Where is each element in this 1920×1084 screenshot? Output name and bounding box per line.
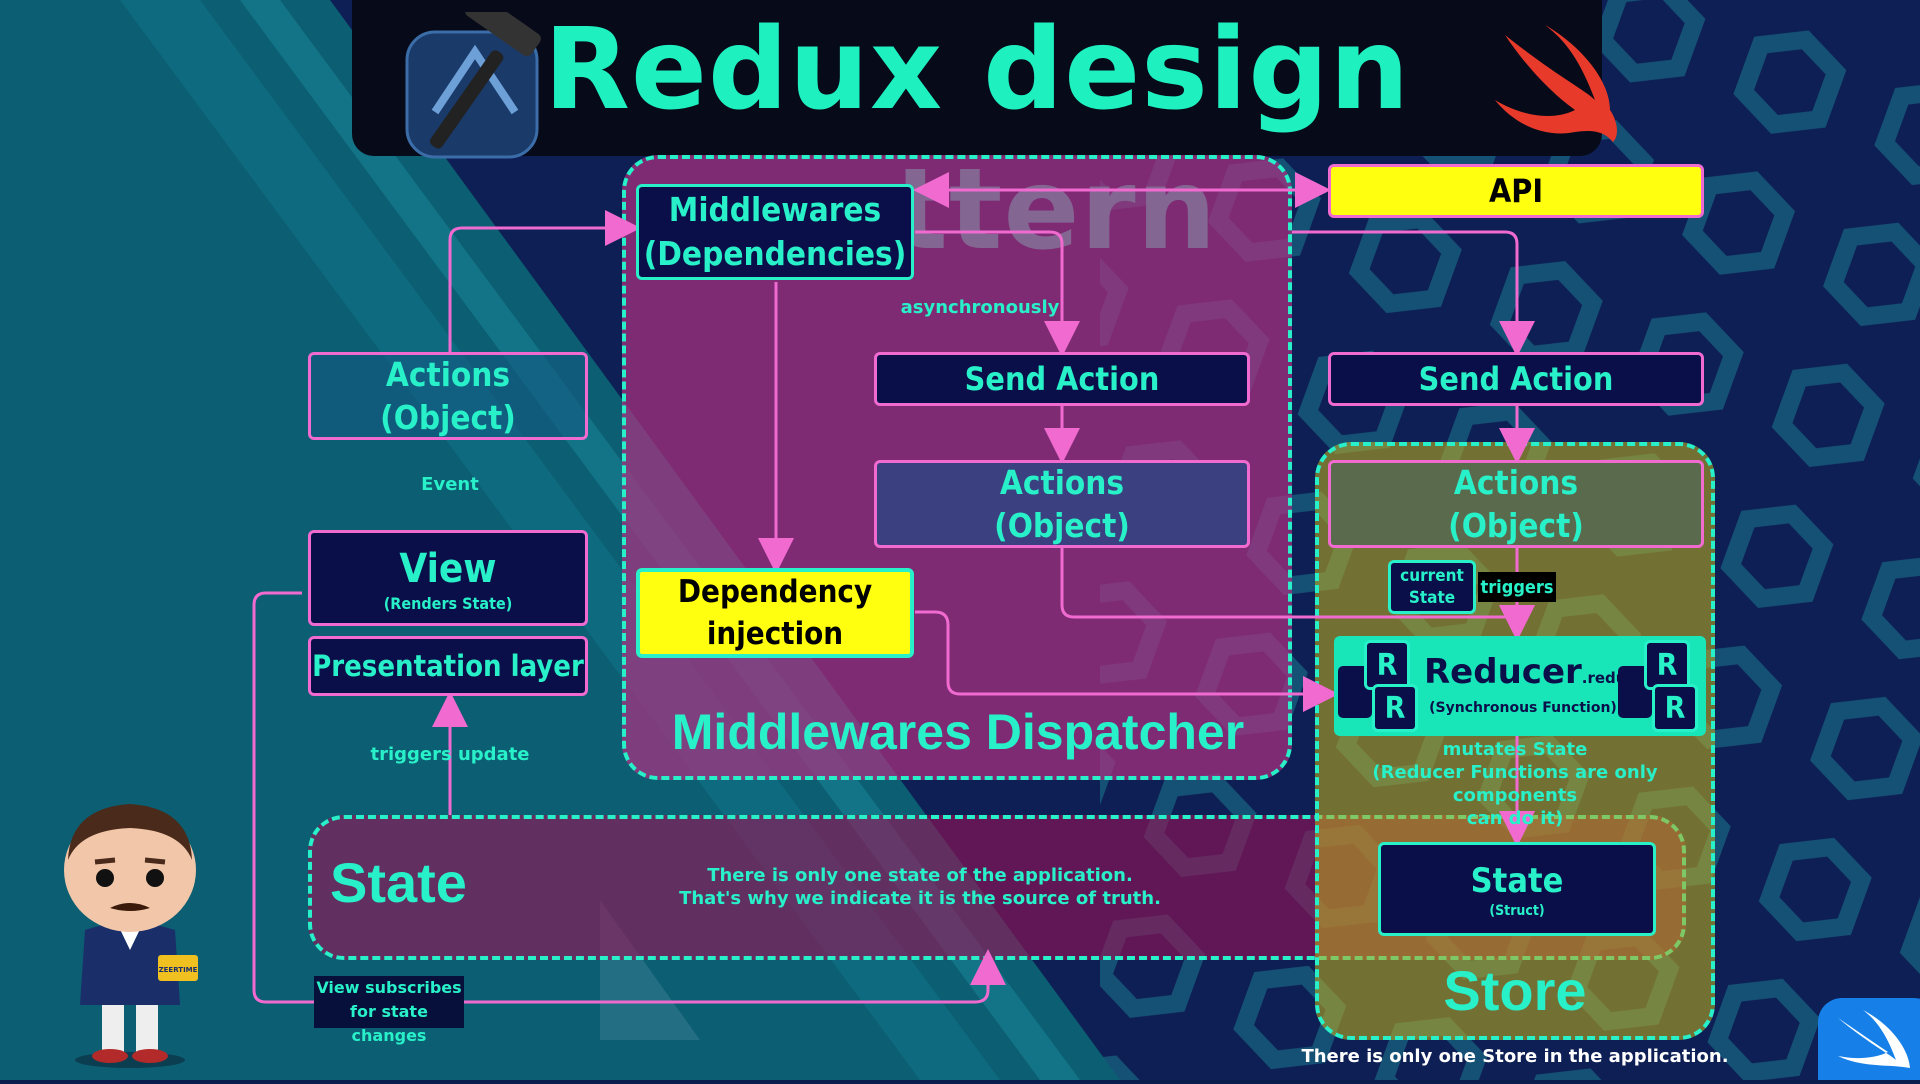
store-note: There is only one Store in the applicati… bbox=[1301, 1046, 1729, 1067]
actions-right-title: Actions bbox=[1453, 463, 1579, 502]
state-region-label: State bbox=[330, 851, 467, 914]
mutates-state-note: mutates State (Reducer Functions are onl… bbox=[1320, 738, 1710, 830]
reducer-badge-left-bottom: R bbox=[1372, 684, 1418, 732]
reducer-badge-left-top-letter: R bbox=[1376, 647, 1398, 683]
swift-logo-icon bbox=[1485, 20, 1625, 145]
state-struct-box: State (Struct) bbox=[1378, 842, 1656, 936]
api-box: API bbox=[1328, 164, 1704, 218]
reducer-title: Reducer bbox=[1424, 652, 1582, 692]
presentation-layer-label: Presentation layer bbox=[312, 649, 584, 683]
reducer-badge-left-top: R bbox=[1364, 640, 1410, 690]
view-subscribes-line-2: for state changes bbox=[350, 1002, 428, 1045]
api-label: API bbox=[1488, 172, 1544, 210]
current-state-title: current bbox=[1400, 566, 1464, 586]
reducer-subtitle: (Synchronous Function) bbox=[1429, 700, 1617, 716]
reducer-badge-right-bottom-letter: R bbox=[1664, 690, 1686, 726]
mutates-line-1: mutates State bbox=[1442, 739, 1588, 760]
middlewares-subtitle: (Dependencies) bbox=[643, 234, 907, 273]
state-struct-title: State bbox=[1470, 861, 1564, 901]
reducer-badge-right-bottom: R bbox=[1652, 684, 1698, 732]
actions-middle-subtitle: (Object) bbox=[994, 506, 1130, 545]
dependency-title: Dependency bbox=[677, 574, 873, 610]
view-subtitle: (Renders State) bbox=[383, 593, 513, 613]
middlewares-title: Middlewares bbox=[668, 190, 882, 229]
send-action-right-box: Send Action bbox=[1328, 352, 1704, 406]
view-subscribes-label: View subscribes for state changes bbox=[314, 976, 464, 1045]
send-action-middle-label: Send Action bbox=[964, 360, 1160, 398]
middlewares-box: Middlewares (Dependencies) bbox=[636, 184, 914, 280]
current-state-box: current State bbox=[1388, 560, 1476, 614]
event-label: Event bbox=[421, 474, 479, 495]
reducer-badge-left: R R bbox=[1338, 640, 1424, 732]
reducer-badge-right-top-letter: R bbox=[1656, 647, 1678, 683]
asynchronously-label: asynchronously bbox=[900, 297, 1060, 318]
figure-mascot-icon: ZEERTIME bbox=[40, 790, 220, 1070]
state-region-note: There is only one state of the applicati… bbox=[640, 864, 1200, 910]
actions-left-subtitle: (Object) bbox=[380, 398, 516, 437]
mutates-line-2: (Reducer Functions are only components bbox=[1372, 762, 1658, 806]
mutates-line-3: can do it) bbox=[1466, 808, 1564, 829]
store-label: Store bbox=[1443, 959, 1587, 1022]
send-action-middle-box: Send Action bbox=[874, 352, 1250, 406]
triggers-update-label: triggers update bbox=[370, 744, 530, 765]
dependency-injection-box: Dependency injection bbox=[636, 568, 914, 658]
reducer-badge-left-bottom-letter: R bbox=[1384, 690, 1406, 726]
presentation-layer-box: Presentation layer bbox=[308, 636, 588, 696]
current-state-subtitle: State bbox=[1408, 588, 1456, 608]
send-action-right-label: Send Action bbox=[1418, 360, 1614, 398]
actions-right-box: Actions (Object) bbox=[1328, 460, 1704, 548]
view-box: View (Renders State) bbox=[308, 530, 588, 626]
state-note-line-2: That's why we indicate it is the source … bbox=[679, 888, 1161, 909]
actions-middle-title: Actions bbox=[999, 463, 1125, 502]
middlewares-dispatcher-label: Middlewares Dispatcher bbox=[671, 704, 1245, 760]
triggers-label: triggers bbox=[1480, 576, 1554, 598]
svg-text:ZEERTIME: ZEERTIME bbox=[159, 966, 198, 974]
reducer-badge-right-top: R bbox=[1644, 640, 1690, 690]
view-subscribes-line-1: View subscribes bbox=[316, 978, 462, 997]
actions-middle-box: Actions (Object) bbox=[874, 460, 1250, 548]
swiftui-app-icon bbox=[1818, 998, 1920, 1084]
view-title: View bbox=[399, 545, 497, 592]
state-note-line-1: There is only one state of the applicati… bbox=[707, 865, 1133, 886]
title-bar bbox=[352, 0, 1602, 156]
state-struct-subtitle: (Struct) bbox=[1489, 903, 1545, 919]
dependency-subtitle: injection bbox=[706, 616, 844, 652]
actions-right-subtitle: (Object) bbox=[1448, 506, 1584, 545]
actions-left-title: Actions bbox=[385, 355, 511, 394]
actions-left-box: Actions (Object) bbox=[308, 352, 588, 440]
triggers-badge: triggers bbox=[1478, 572, 1556, 602]
reducer-title-group: Reducer.reduce() bbox=[1424, 652, 1659, 692]
reducer-badge-right: R R bbox=[1618, 640, 1704, 732]
